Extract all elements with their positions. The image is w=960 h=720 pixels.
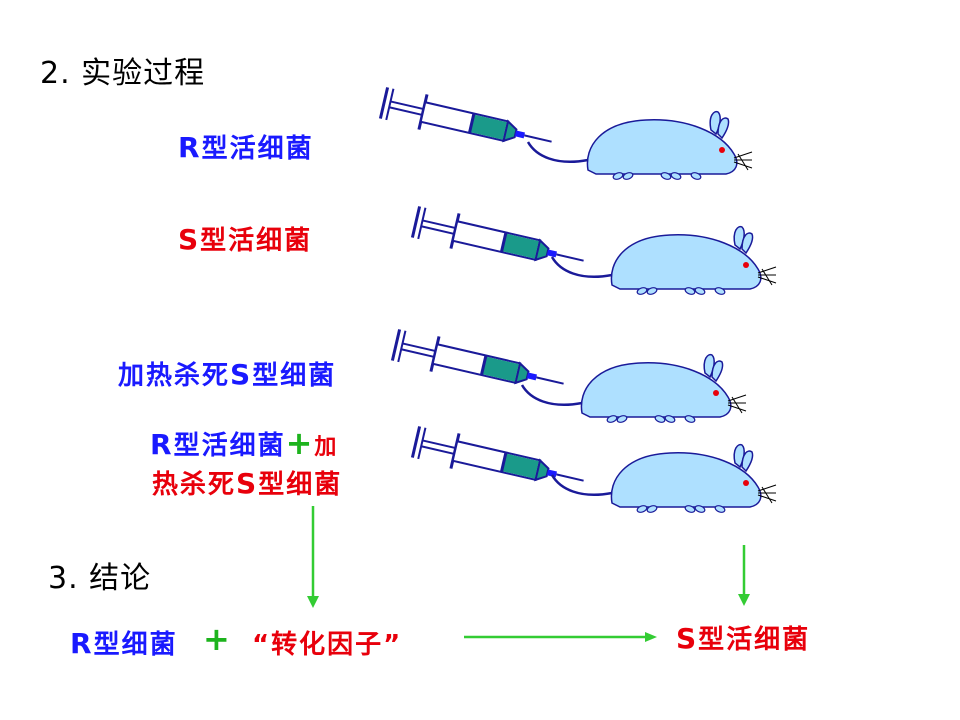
mouse-icon: [526, 110, 754, 182]
syringe-icon: [390, 325, 570, 403]
mouse-icon: [550, 225, 778, 297]
mouse-icon: [550, 443, 778, 515]
arrow-down-icon: [738, 545, 750, 606]
conclusion-title: 3. 结论: [48, 561, 152, 596]
conclusion-s-result: S型活细菌: [676, 622, 811, 655]
syringe-icon: [410, 422, 590, 500]
mouse-icon: [520, 353, 748, 425]
syringe-icon: [378, 83, 558, 161]
arrow-down-icon: [307, 506, 319, 608]
experiment-1-label: R型活细菌: [178, 131, 314, 164]
conclusion-transforming-factor: “转化因子”: [252, 630, 403, 660]
arrow-right-icon: [464, 632, 657, 642]
experiment-4-label-line1: R型活细菌+加: [150, 424, 339, 462]
conclusion-plus: +: [203, 620, 232, 658]
conclusion-r-bacteria: R型细菌: [70, 627, 178, 660]
experiment-4-label-line2: 热杀死S型细菌: [152, 467, 343, 500]
experiment-3-label: 加热杀死S型细菌: [118, 358, 337, 391]
process-title: 2. 实验过程: [40, 56, 206, 91]
experiment-2-label: S型活细菌: [178, 223, 313, 256]
